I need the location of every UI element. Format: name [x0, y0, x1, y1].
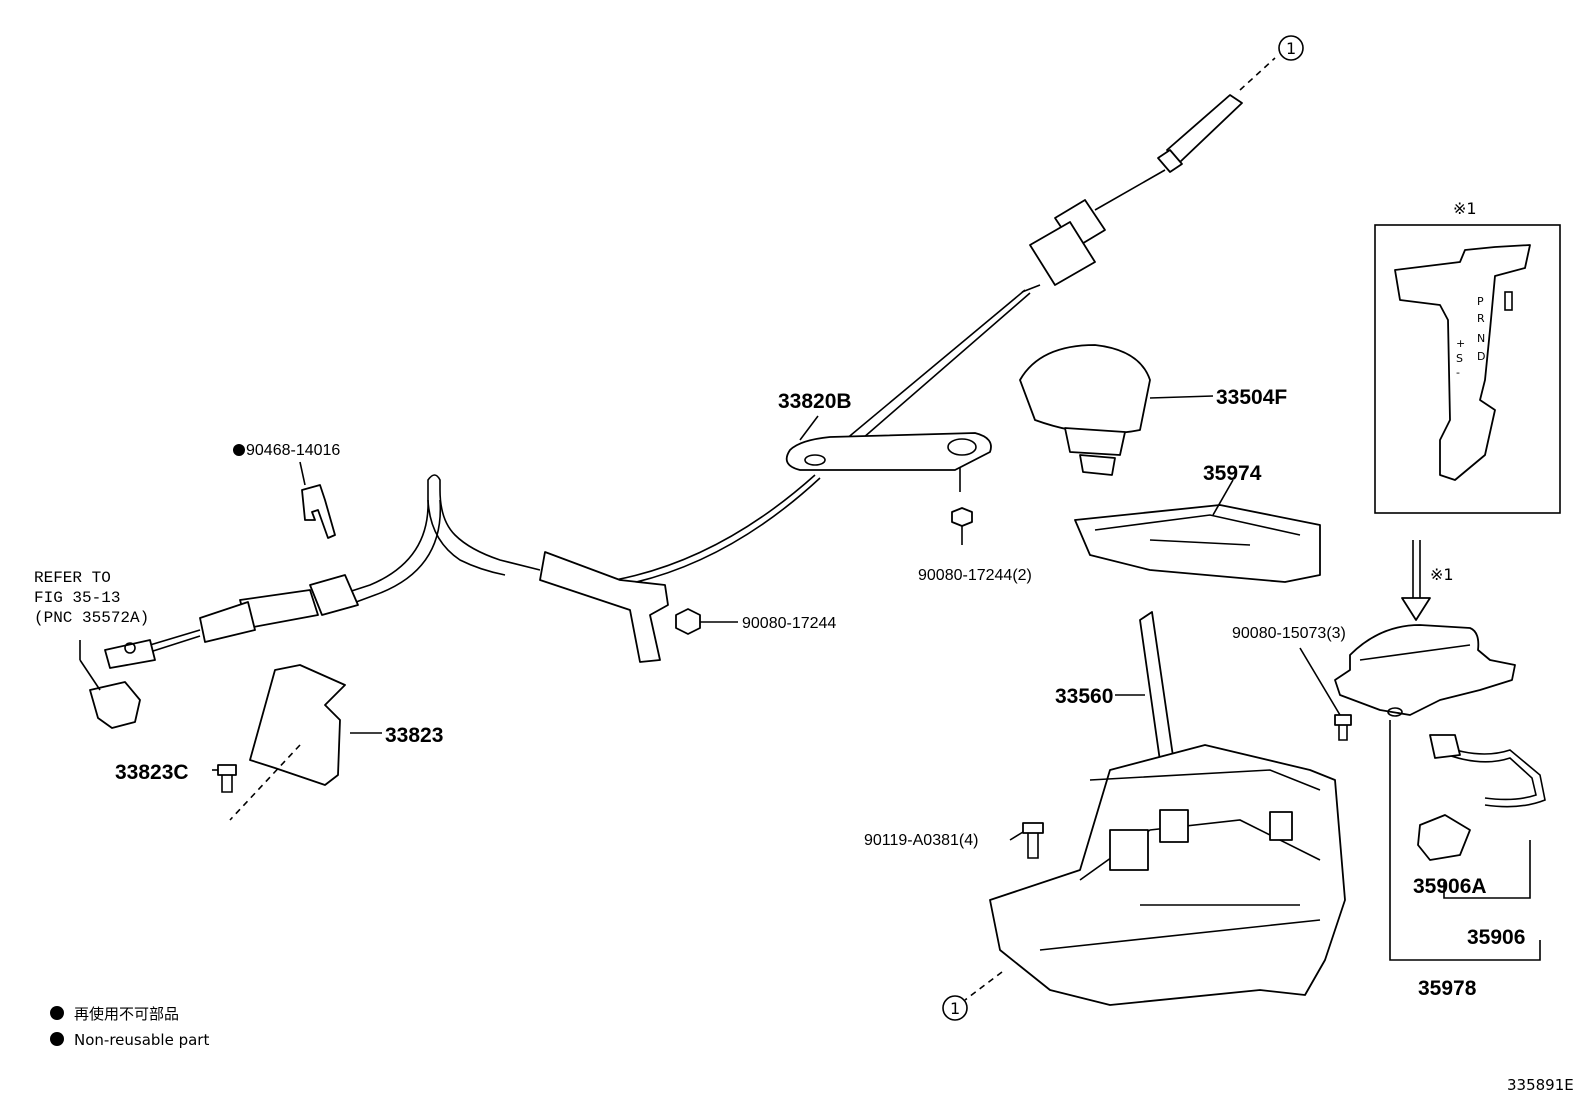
- gate-label-minus: -: [1456, 366, 1460, 379]
- callout-90080-17244-2: 90080-17244(2): [918, 567, 1032, 584]
- part-33560-lever: [1139, 611, 1176, 776]
- part-33823-cover: [229, 664, 346, 821]
- part-33504F-shift-knob: [1019, 344, 1151, 476]
- callout-35978: 35978: [1418, 977, 1477, 1000]
- callout-90468-14016: 90468-14016: [246, 442, 340, 459]
- shift-cable-lower: [104, 474, 821, 669]
- refer-note-line2: FIG 35-13: [34, 589, 120, 607]
- part-nut-90080-17244: [675, 608, 701, 635]
- part-shift-base-assembly: [964, 744, 1346, 1006]
- part-90119-bolt: [1022, 822, 1044, 859]
- reference-circle-bottom: 1: [942, 995, 968, 1021]
- callout-90080-15073: 90080-15073(3): [1232, 625, 1346, 642]
- callout-35906: 35906: [1467, 926, 1525, 949]
- legend-english: Non-reusable part: [74, 1031, 209, 1049]
- part-cable-end-connector: [79, 640, 141, 729]
- part-nut-90080-17244-2: [951, 507, 973, 545]
- arrow-to-module: [1401, 540, 1431, 621]
- part-90080-15073-bolt: [1334, 714, 1352, 741]
- gate-label-R: R: [1477, 312, 1485, 325]
- callout-35906A: 35906A: [1413, 875, 1487, 898]
- inset-shift-gate: P R N D + S -: [1374, 224, 1561, 514]
- callout-90080-17244: 90080-17244: [742, 615, 836, 632]
- callout-33823: 33823: [385, 724, 443, 747]
- gate-label-D: D: [1477, 350, 1485, 363]
- part-33820B-bracket: [785, 432, 992, 492]
- gate-label-P: P: [1477, 295, 1484, 308]
- legend-dot-japanese: [50, 1006, 64, 1020]
- callout-33820B: 33820B: [778, 390, 852, 413]
- shift-cable-upper: [844, 57, 1276, 446]
- part-35974-housing: [1074, 504, 1321, 583]
- figure-id: 335891E: [1507, 1076, 1574, 1094]
- inset-mark: ※1: [1453, 199, 1477, 218]
- gate-label-S: S: [1456, 352, 1463, 365]
- part-35978-indicator-module: [1334, 624, 1516, 717]
- part-35906-harness: [1417, 734, 1546, 861]
- non-reusable-dot-90468: [233, 444, 245, 456]
- refer-note-line1: REFER TO: [34, 569, 111, 587]
- part-33823C-screw: [217, 764, 237, 793]
- group-bracket-lines: [1389, 720, 1541, 961]
- legend-dot-english: [50, 1032, 64, 1046]
- gate-label-plus: +: [1456, 337, 1465, 350]
- callout-33560: 33560: [1055, 685, 1113, 708]
- gate-label-N: N: [1477, 332, 1485, 345]
- reference-circle-top: 1: [1278, 35, 1304, 61]
- refer-note-line3: (PNC 35572A): [34, 609, 149, 627]
- leader-lines: [212, 395, 1341, 841]
- svg-text:1: 1: [950, 999, 960, 1018]
- svg-text:1: 1: [1286, 39, 1296, 58]
- part-90468-clip: [301, 484, 336, 539]
- callout-33504F: 33504F: [1216, 386, 1287, 409]
- legend-japanese: 再使用不可部品: [74, 1005, 179, 1023]
- callout-35974: 35974: [1203, 462, 1262, 485]
- callout-33823C: 33823C: [115, 761, 189, 784]
- callout-90119-A0381: 90119-A0381(4): [864, 832, 978, 849]
- arrow-mark: ※1: [1430, 565, 1454, 584]
